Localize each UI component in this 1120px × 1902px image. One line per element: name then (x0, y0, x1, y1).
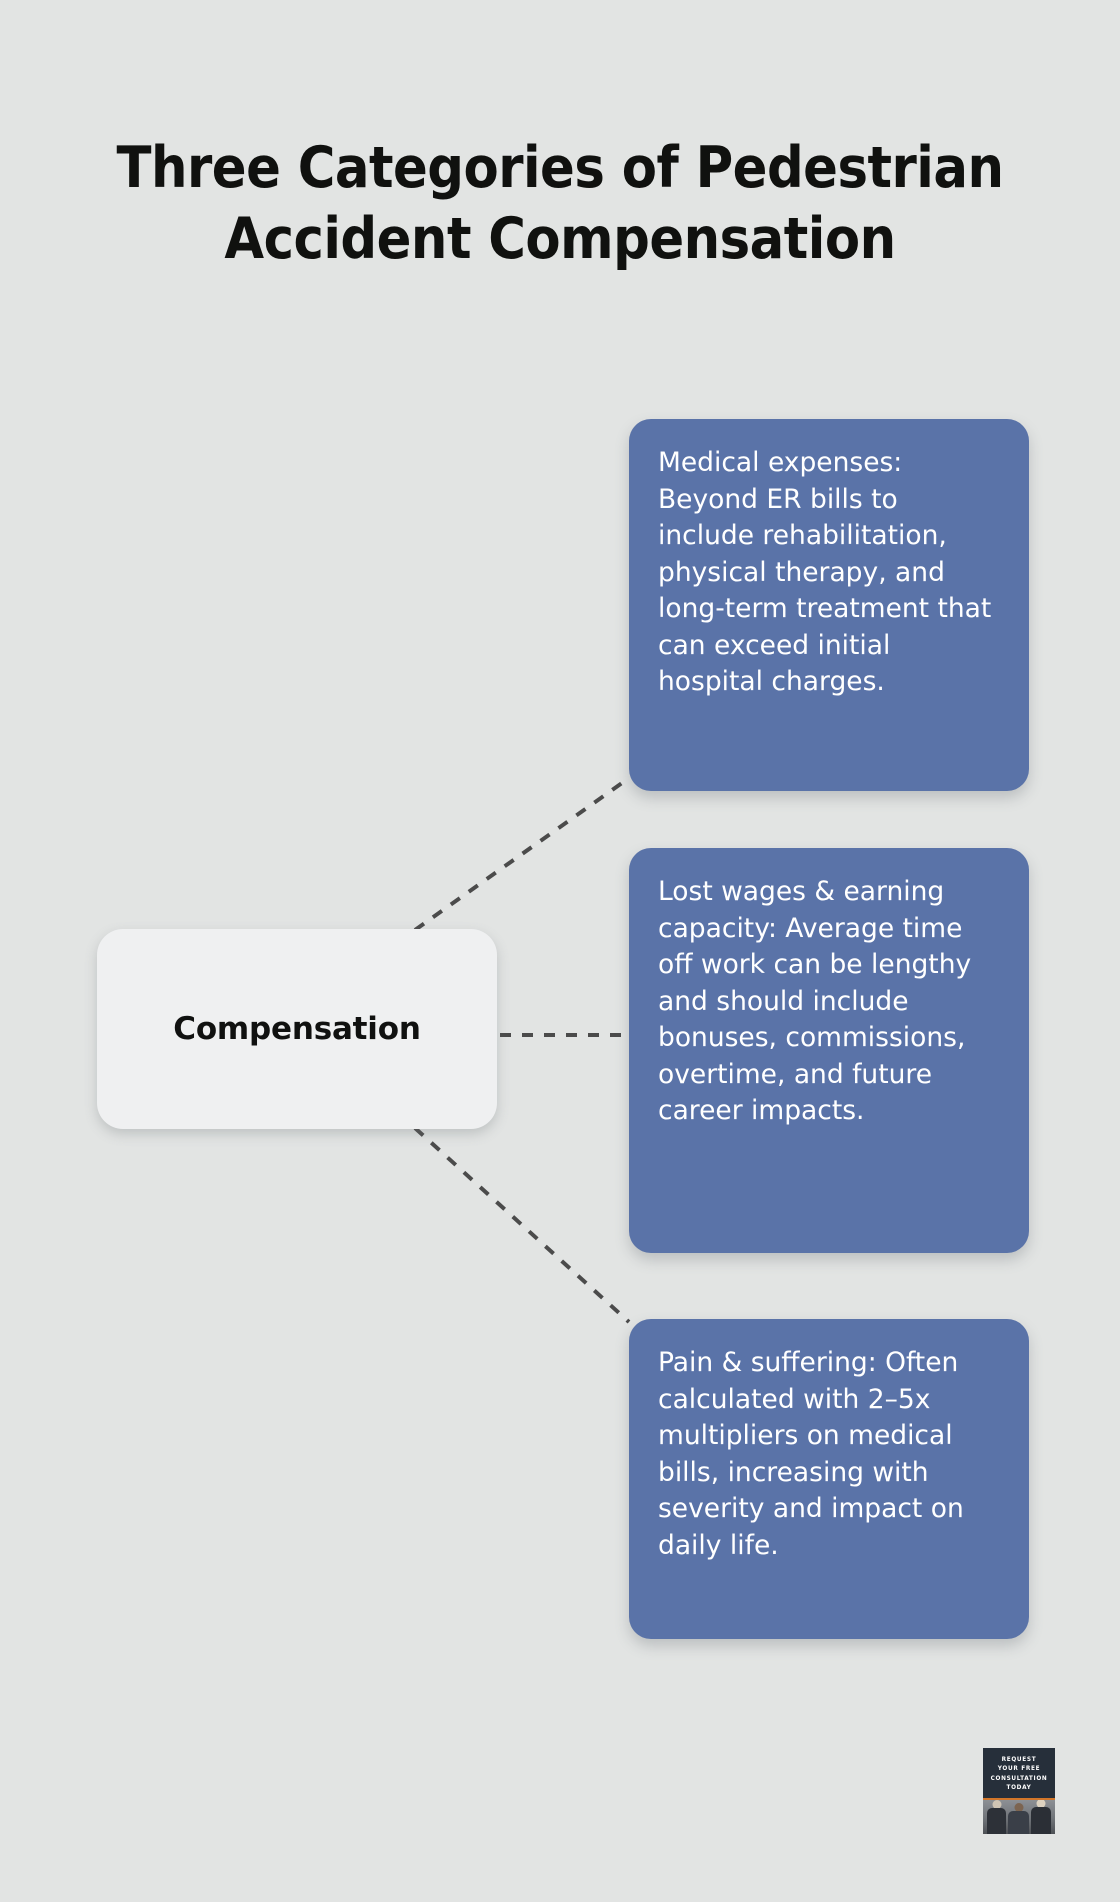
center-node[interactable]: Compensation (97, 929, 497, 1129)
branch-card-text: Pain & suffering: Often calculated with … (658, 1347, 964, 1561)
branch-card-lost-wages[interactable]: Lost wages & earning capacity: Average t… (629, 848, 1029, 1253)
person-body-icon (1031, 1807, 1051, 1834)
cta-badge[interactable]: REQUEST YOUR FREE CONSULTATION TODAY (983, 1748, 1055, 1834)
person-head-icon (1036, 1800, 1046, 1808)
person-head-icon (1014, 1803, 1023, 1812)
person-figure-center (1008, 1803, 1029, 1834)
branch-card-medical-expenses[interactable]: Medical expenses: Beyond ER bills to inc… (629, 419, 1029, 791)
branch-card-text: Medical expenses: Beyond ER bills to inc… (658, 447, 992, 698)
person-head-icon (992, 1800, 1001, 1809)
center-node-label: Compensation (173, 1011, 421, 1047)
person-figure-left (987, 1800, 1006, 1834)
connector-to-pain-and-suffering (413, 1126, 631, 1324)
cta-badge-headline: REQUEST YOUR FREE CONSULTATION TODAY (990, 1755, 1048, 1791)
cta-badge-team-photo (983, 1800, 1055, 1834)
branch-card-pain-and-suffering[interactable]: Pain & suffering: Often calculated with … (629, 1319, 1029, 1639)
connector-to-medical-expenses (413, 776, 631, 932)
branch-card-text: Lost wages & earning capacity: Average t… (658, 876, 972, 1127)
page-title: Three Categories of Pedestrian Accident … (116, 135, 1004, 272)
person-body-icon (1008, 1811, 1029, 1834)
person-body-icon (987, 1808, 1006, 1834)
cta-badge-divider (983, 1798, 1055, 1801)
person-figure-right (1031, 1800, 1051, 1834)
